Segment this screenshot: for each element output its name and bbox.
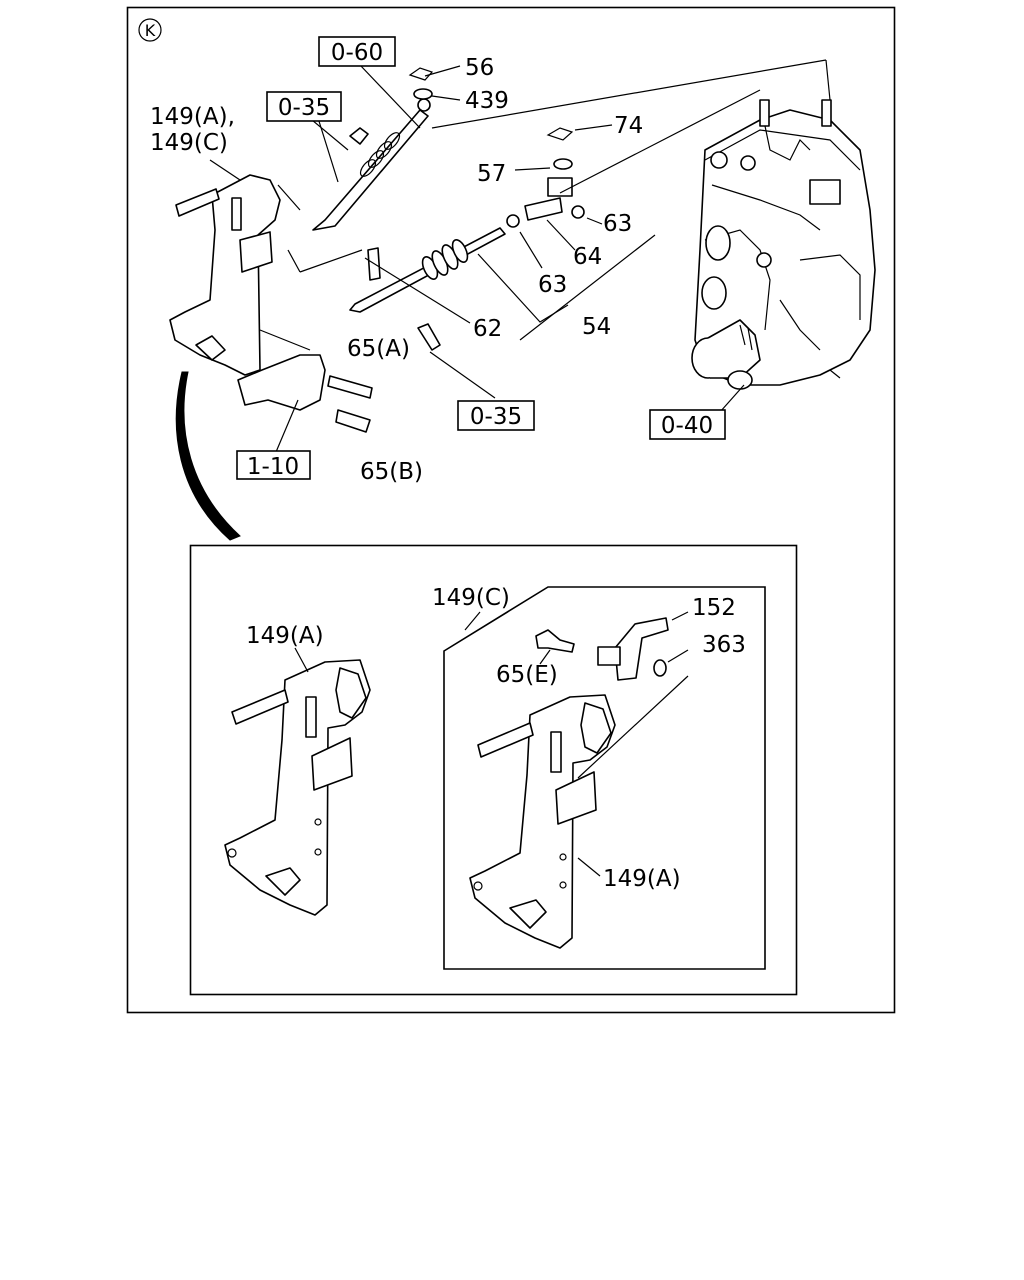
inset-bracket-149c: [469, 617, 669, 949]
label-63-left: 63: [538, 272, 567, 298]
nut-63-b: [571, 205, 585, 219]
injection-pump: [691, 99, 876, 390]
ref-0-40-text: 0-40: [661, 413, 713, 439]
nut-63: [506, 214, 520, 228]
inset-bracket-149a: [224, 659, 371, 916]
inset-label-149c: 149(C): [432, 585, 510, 611]
ref-1-10-text: 1-10: [247, 454, 299, 480]
bracket-64: [524, 197, 563, 221]
ref-0-35-lower-text: 0-35: [470, 404, 522, 430]
ref-box-0-60: 0-60: [318, 36, 396, 67]
inset-subframe: [443, 586, 766, 970]
label-439: 439: [465, 88, 509, 114]
label-64: 64: [573, 244, 602, 270]
ref-0-35-upper-text: 0-35: [278, 95, 330, 121]
ref-box-1-10: 1-10: [236, 450, 311, 480]
view-arrow: [175, 371, 241, 541]
inset-label-363: 363: [702, 632, 746, 658]
view-marker-letter: K: [145, 21, 156, 40]
label-149a-149c-line2: 149(C): [150, 130, 228, 156]
label-65a: 65(A): [347, 336, 410, 362]
cable-assembly: [312, 67, 585, 351]
bracket-1-10: [237, 354, 326, 411]
outer-frame: [126, 6, 896, 1014]
bolt-65b: [335, 409, 371, 433]
ref-0-60-text: 0-60: [331, 40, 383, 66]
label-62: 62: [473, 316, 502, 342]
ref-box-0-40: 0-40: [649, 409, 726, 440]
view-marker: K: [138, 18, 162, 42]
label-63-right: 63: [603, 211, 632, 237]
clip-74: [546, 127, 574, 141]
label-54: 54: [582, 314, 611, 340]
label-57: 57: [477, 161, 506, 187]
label-56: 56: [465, 55, 494, 81]
joint-57: [547, 177, 573, 197]
inset-label-152: 152: [692, 595, 736, 621]
inset-label-149a-assembly: 149(A): [603, 866, 681, 892]
inset-label-149a: 149(A): [246, 623, 324, 649]
bracket-149: [169, 174, 373, 433]
label-65b: 65(B): [360, 459, 423, 485]
leader-lines: [209, 59, 831, 453]
label-74: 74: [614, 113, 643, 139]
inset-label-65e: 65(E): [496, 662, 558, 688]
bolt-65a: [327, 375, 373, 399]
clip-56: [408, 67, 434, 81]
ref-box-0-35-lower: 0-35: [457, 400, 535, 431]
inset-leader-lines: [294, 611, 689, 877]
inset-frame: [189, 544, 798, 996]
ref-box-0-35-upper: 0-35: [266, 91, 342, 122]
label-149a-149c-line1: 149(A),: [150, 104, 235, 130]
